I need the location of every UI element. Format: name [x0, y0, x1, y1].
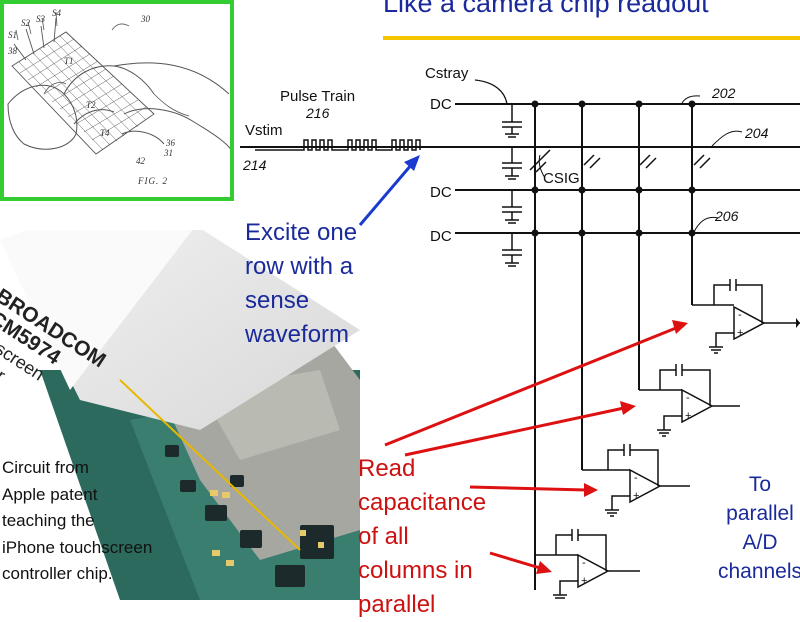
label-t2: T2 [86, 100, 96, 110]
chip-photo: BROADCOM BCM5974 Touchscreen Controller [0, 230, 360, 600]
svg-text:+: + [581, 575, 587, 587]
patent-note: Circuit from Apple patent teaching the i… [2, 455, 152, 588]
label-31: 31 [164, 148, 173, 158]
read-line: columns in [358, 557, 473, 584]
label-s1: S1 [8, 30, 17, 40]
ref-206: 206 [715, 208, 739, 224]
read-line: parallel [358, 591, 436, 618]
patent-figure: S1 S2 S3 S4 30 38 T1 T2 T4 36 31 42 FIG.… [0, 0, 234, 201]
pulse-train-label: Pulse Train [280, 88, 356, 105]
svg-text:-: - [582, 557, 586, 569]
read-line: of all [358, 523, 409, 550]
label-30: 30 [141, 14, 150, 24]
patent-note-line: Apple patent [2, 484, 98, 504]
label-s4: S4 [52, 8, 61, 18]
ref-204: 204 [745, 125, 769, 141]
excite-line: Excite one [245, 219, 358, 246]
label-t1: T1 [64, 56, 74, 66]
patent-note-line: controller chip. [2, 564, 113, 583]
excite-line: row with a [245, 253, 354, 280]
read-line: capacitance [358, 489, 487, 516]
label-t4: T4 [100, 128, 110, 138]
title-underline [383, 36, 800, 40]
circuit-schematic: - + - + - + - + [240, 79, 800, 599]
to-line: A/D [742, 531, 778, 554]
pulse-train-num: 216 [306, 105, 330, 121]
excite-annotation: Excite one row with a sense waveform [245, 216, 357, 352]
label-38: 38 [8, 46, 17, 56]
ref-202: 202 [712, 85, 736, 101]
patent-note-line: iPhone touchscreen [2, 537, 153, 557]
read-line: Read [358, 455, 416, 482]
svg-text:+: + [633, 490, 639, 502]
dc-label-2: DC [430, 184, 452, 201]
svg-text:-: - [738, 309, 742, 321]
svg-text:+: + [737, 327, 743, 339]
label-36: 36 [166, 138, 175, 148]
label-42: 42 [136, 156, 145, 166]
dc-label-1: DC [430, 96, 452, 113]
csig-label: CSIG [543, 170, 580, 187]
to-line: channels [717, 560, 800, 583]
slide-title: Like a camera chip readout [383, 0, 709, 18]
vstim-num: 214 [243, 157, 267, 173]
to-line: parallel [726, 502, 794, 525]
svg-text:-: - [686, 392, 690, 404]
svg-text:-: - [634, 472, 638, 484]
label-s3: S3 [36, 14, 45, 24]
read-annotation: Read capacitance of all columns in paral… [358, 452, 486, 622]
chip-photo-drawing [0, 230, 360, 600]
dc-label-3: DC [430, 228, 452, 245]
excite-line: sense [245, 287, 310, 314]
patent-note-line: Circuit from [2, 458, 89, 477]
excite-line: waveform [245, 321, 350, 348]
patent-drawing [7, 11, 230, 155]
cstray-label: Cstray [425, 65, 469, 82]
svg-text:+: + [685, 410, 691, 422]
to-parallel-annotation: To parallel A/D channels [700, 470, 800, 586]
vstim-label: Vstim [245, 122, 283, 139]
patent-note-line: teaching the [2, 511, 95, 530]
figure-label: FIG. 2 [138, 176, 168, 186]
label-s2: S2 [21, 18, 30, 28]
to-line: To [748, 473, 772, 496]
